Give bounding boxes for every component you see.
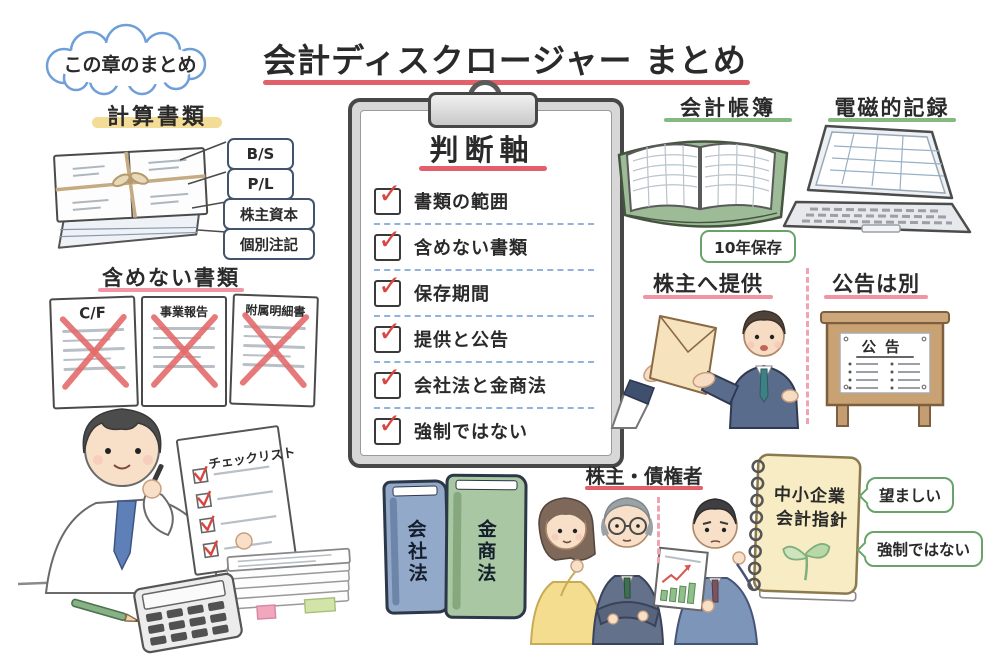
- stakeholders-underline: [585, 486, 703, 490]
- checklist-label: 保存期間: [414, 284, 490, 305]
- clipboard-title: 判断軸: [429, 133, 535, 167]
- koukoku-underline: [824, 295, 928, 299]
- excluded-doc-fuzoku: 附属明細書: [229, 293, 319, 408]
- checkbox-icon: ✓: [374, 317, 401, 353]
- teikyou-title: 株主へ提供: [653, 272, 763, 296]
- checklist-row: ✓ 保存期間: [374, 271, 594, 308]
- checklist-row: ✓ 書類の範囲: [374, 179, 594, 216]
- tag-shareholder-capital: 株主資本: [223, 198, 315, 230]
- book-kaishahou: 会社法: [382, 479, 451, 615]
- spiral-binding-icon: [747, 459, 765, 592]
- ledger-underline: [664, 118, 792, 122]
- handing-envelope-illustration: [610, 310, 800, 429]
- checkbox-icon: ✓: [374, 363, 401, 399]
- dashed-separator: [374, 407, 594, 409]
- title-underline: [263, 80, 750, 85]
- checklist-row: ✓ 強制ではない: [374, 409, 594, 446]
- checkbox-icon: ✓: [374, 271, 401, 307]
- checklist-row: ✓ 含めない書類: [374, 225, 594, 262]
- excluded-doc-title: 事業報告: [159, 305, 208, 319]
- report-chart-icon: [652, 546, 709, 612]
- checklist-label: 強制ではない: [414, 422, 528, 443]
- clipboard-clip-icon: [428, 92, 538, 128]
- check-icon: ✓: [378, 314, 402, 348]
- stakeholder-divider: [657, 497, 660, 563]
- checkbox-icon: ✓: [374, 179, 401, 215]
- book-title: 会社法: [404, 518, 428, 586]
- checklist-row: ✓ 会社法と金商法: [374, 363, 594, 400]
- section-divider: [806, 268, 809, 424]
- board-paper-title: 公告: [861, 340, 909, 356]
- dashed-separator: [374, 361, 594, 363]
- tag-bs: B/S: [227, 138, 294, 170]
- clipboard-checklist: ✓ 書類の範囲 ✓ 含めない書類 ✓ 保存期間 ✓ 提供と公告 ✓ 会社法と金商…: [374, 179, 594, 446]
- bulletin-board-illustration: [820, 311, 950, 427]
- check-icon: ✓: [378, 268, 402, 302]
- bundle-connector-lines: [179, 141, 227, 233]
- retention-badge: 10年保存: [700, 230, 796, 263]
- check-icon: ✓: [378, 222, 402, 256]
- book-pages: [392, 485, 438, 497]
- clipboard-title-underline: [419, 166, 547, 171]
- page-title: 会計ディスクロージャー まとめ: [263, 41, 747, 80]
- dashed-separator: [374, 269, 594, 271]
- ledger-book-illustration: [617, 140, 789, 228]
- pencil-icon: [71, 598, 140, 623]
- keisan-title: 計算書類: [106, 105, 207, 130]
- bubble-nozomashii: 望ましい: [866, 477, 955, 513]
- check-icon: ✓: [378, 176, 402, 210]
- book-pages: [455, 479, 518, 491]
- teikyou-underline: [643, 295, 773, 299]
- stakeholders-illustration: [529, 497, 759, 645]
- digital-title: 電磁的記録: [834, 96, 950, 120]
- bubble-kyousei: 強制ではない: [864, 531, 984, 567]
- tag-pl: P/L: [227, 168, 294, 200]
- tag-individual-notes: 個別注記: [223, 228, 315, 260]
- paper-bundle-illustration: [53, 141, 227, 249]
- checklist-label: 会社法と金商法: [414, 376, 547, 397]
- checkbox-icon: ✓: [374, 225, 401, 261]
- book-title: 金商法: [474, 518, 497, 585]
- fukumenai-title: 含めない書類: [102, 266, 240, 290]
- checklist-row: ✓ 提供と公告: [374, 317, 594, 354]
- check-icon: ✓: [378, 406, 402, 440]
- ledger-title: 会計帳簿: [680, 96, 776, 120]
- sprout-icon: [782, 543, 831, 581]
- koukoku-title: 公告は別: [832, 272, 920, 296]
- dashed-separator: [374, 223, 594, 225]
- fukumenai-underline: [98, 288, 244, 292]
- check-icon: ✓: [378, 360, 402, 394]
- excluded-doc-cf: C/F: [49, 295, 139, 410]
- cloud-icon: [45, 23, 207, 96]
- dashed-separator: [374, 315, 594, 317]
- checklist-label: 提供と公告: [414, 330, 509, 351]
- laptop-illustration: [782, 124, 972, 234]
- notebook-title-line2: 会計指針: [775, 508, 849, 532]
- calculator-icon: [133, 572, 243, 654]
- keisan-highlight: [92, 117, 222, 128]
- checklist-label: 含めない書類: [414, 238, 528, 259]
- checklist-label: 書類の範囲: [414, 192, 509, 213]
- board-paper-underline: [856, 356, 914, 358]
- chapter-badge: この章のまとめ: [63, 54, 197, 76]
- excluded-doc-jigyou: 事業報告: [141, 296, 227, 407]
- stakeholders-title: 株主・債権者: [585, 465, 703, 488]
- checkbox-icon: ✓: [374, 409, 401, 445]
- notebook-illustration: [747, 453, 862, 602]
- paper-stack-icon: [225, 547, 351, 620]
- accountant-illustration: [17, 408, 351, 654]
- digital-underline: [828, 118, 956, 122]
